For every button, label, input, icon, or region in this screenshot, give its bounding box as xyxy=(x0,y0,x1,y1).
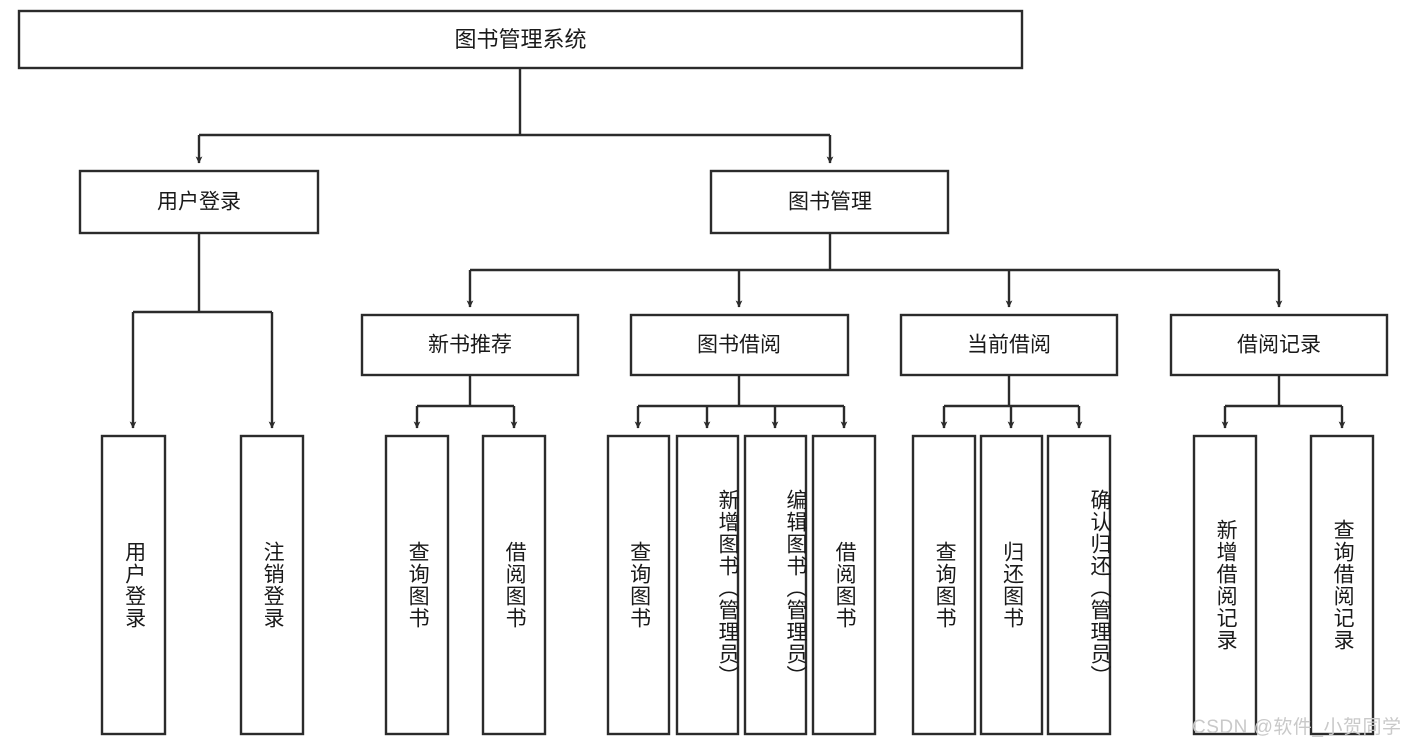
node-user-login-label: 用户登录 xyxy=(157,191,241,214)
node-current-borrow-label: 当前借阅 xyxy=(967,334,1051,357)
node-user-login-box[interactable] xyxy=(78,169,320,235)
node-user-login[interactable]: 用户登录 xyxy=(78,169,320,235)
csdn-watermark: CSDN @软件_小贺同学 xyxy=(1192,717,1402,738)
node-borrow-record[interactable]: 借阅记录 xyxy=(1169,313,1389,377)
node-leaf-return-book-box[interactable] xyxy=(979,434,1044,736)
node-new-book-rec[interactable]: 新书推荐 xyxy=(360,313,580,377)
node-root-box[interactable] xyxy=(17,9,1024,70)
node-leaf-borrow-book-box[interactable] xyxy=(811,434,877,736)
node-book-borrow-box[interactable] xyxy=(629,313,850,377)
node-leaf-query-book-borrow-box[interactable] xyxy=(606,434,671,736)
node-leaf-edit-book-box[interactable] xyxy=(743,434,808,736)
node-leaf-query-book-cur-box[interactable] xyxy=(911,434,977,736)
leaf-boxes-layer xyxy=(100,434,1375,736)
node-current-borrow-box[interactable] xyxy=(899,313,1119,377)
node-book-borrow-label: 图书借阅 xyxy=(697,334,781,357)
node-root[interactable]: 图书管理系统 xyxy=(17,9,1024,70)
nodes-layer: 图书管理系统 用户登录 图书管理 新书推荐 图书借阅 当前 xyxy=(17,9,1389,736)
node-leaf-add-book-box[interactable] xyxy=(675,434,740,736)
node-new-book-rec-label: 新书推荐 xyxy=(428,334,512,357)
node-leaf-query-book-rec-box[interactable] xyxy=(384,434,450,736)
node-book-borrow[interactable]: 图书借阅 xyxy=(629,313,850,377)
node-book-manage[interactable]: 图书管理 xyxy=(709,169,950,235)
node-new-book-rec-box[interactable] xyxy=(360,313,580,377)
edges-layer xyxy=(129,68,1346,429)
node-leaf-query-record-box[interactable] xyxy=(1309,434,1375,736)
node-leaf-add-record-box[interactable] xyxy=(1192,434,1258,736)
node-leaf-logout-box[interactable] xyxy=(239,434,305,736)
node-book-manage-label: 图书管理 xyxy=(788,191,872,214)
node-borrow-record-box[interactable] xyxy=(1169,313,1389,377)
node-leaf-borrow-book-rec-box[interactable] xyxy=(481,434,547,736)
node-leaf-user-login-box[interactable] xyxy=(100,434,167,736)
node-borrow-record-label: 借阅记录 xyxy=(1237,334,1321,357)
node-current-borrow[interactable]: 当前借阅 xyxy=(899,313,1119,377)
node-leaf-confirm-return-box[interactable] xyxy=(1046,434,1112,736)
node-root-label: 图书管理系统 xyxy=(454,27,586,52)
node-book-manage-box[interactable] xyxy=(709,169,950,235)
